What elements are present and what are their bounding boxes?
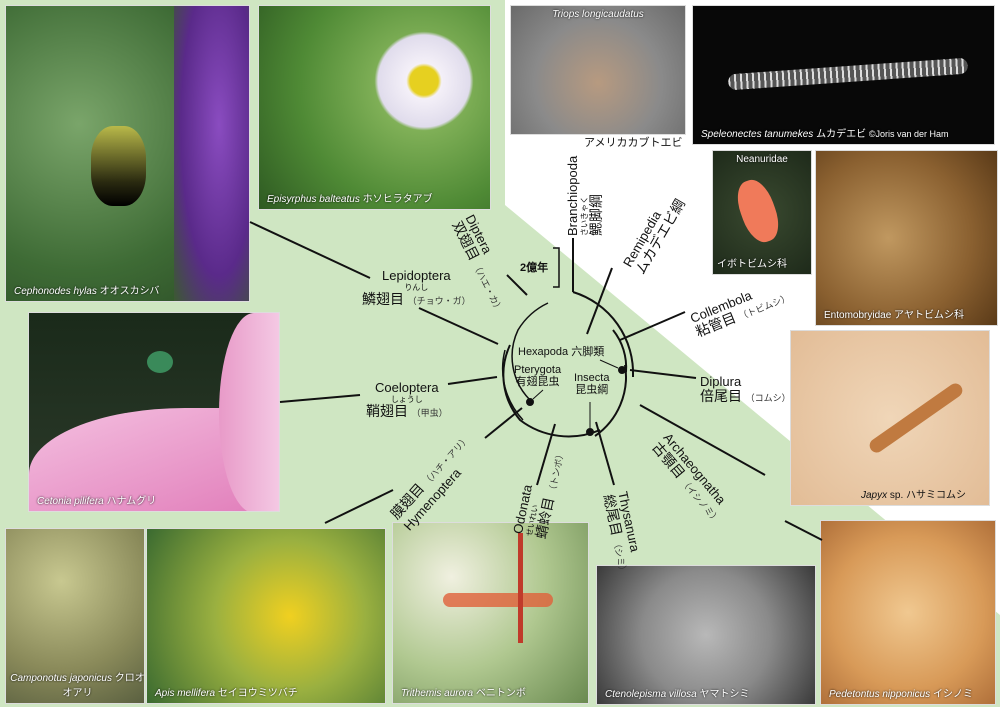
photo-entomobryidae: Entomobryidae アヤトビムシ科 bbox=[815, 150, 998, 326]
photo-episyrphus: Episyrphus balteatus ホソヒラタアブ bbox=[258, 5, 491, 210]
caption-entomobryidae: Entomobryidae アヤトビムシ科 bbox=[824, 310, 965, 321]
caption-ctenolepisma: Ctenolepisma villosa ヤマトシミ bbox=[605, 689, 750, 700]
photo-camponotus: Camponotus japonicus クロオオアリ bbox=[5, 528, 145, 704]
photo-speleonectes: Speleonectes tanumekes ムカデエビ ©Joris van … bbox=[692, 5, 995, 145]
caption-triops-sci: Triops longicaudatus bbox=[552, 9, 644, 20]
photo-japyx: Japyx sp. ハサミコムシ bbox=[790, 330, 990, 506]
caption-pedetontus: Pedetontus nipponicus イシノミ bbox=[829, 689, 973, 700]
caption-japyx: Japyx sp. ハサミコムシ bbox=[861, 490, 967, 501]
caption-camponotus: Camponotus japonicus クロオオアリ bbox=[10, 673, 145, 699]
node-label-hexapoda: Hexapoda 六脚類 bbox=[518, 346, 605, 358]
photo-cetonia: Cetonia pilifera ハナムグリ bbox=[28, 312, 280, 512]
caption-cephonodes: Cephonodes hylas オオスカシバ bbox=[14, 286, 160, 297]
photo-ctenolepisma: Ctenolepisma villosa ヤマトシミ bbox=[596, 565, 816, 705]
photo-pedetontus: Pedetontus nipponicus イシノミ bbox=[820, 520, 996, 705]
scale-label: 2億年 bbox=[520, 262, 549, 274]
photo-triops: Triops longicaudatus bbox=[510, 5, 686, 135]
caption-apis: Apis mellifera セイヨウミツバチ bbox=[155, 688, 298, 699]
caption-neanuridae-sci: Neanuridae bbox=[736, 154, 788, 165]
photo-cephonodes: Cephonodes hylas オオスカシバ bbox=[5, 5, 250, 302]
caption-trithemis: Trithemis aurora ベニトンボ bbox=[401, 688, 526, 699]
photo-trithemis: Trithemis aurora ベニトンボ bbox=[392, 522, 589, 704]
caption-speleonectes: Speleonectes tanumekes ムカデエビ ©Joris van … bbox=[701, 129, 949, 140]
photo-neanuridae: Neanuridae イボトビムシ科 bbox=[712, 150, 812, 275]
photo-apis: Apis mellifera セイヨウミツバチ bbox=[146, 528, 386, 704]
caption-neanuridae-ja: イボトビムシ科 bbox=[717, 259, 787, 270]
caption-episyrphus: Episyrphus balteatus ホソヒラタアブ bbox=[267, 194, 433, 205]
caption-triops-ja: アメリカカブトエビ bbox=[584, 137, 683, 149]
caption-cetonia: Cetonia pilifera ハナムグリ bbox=[37, 496, 157, 507]
